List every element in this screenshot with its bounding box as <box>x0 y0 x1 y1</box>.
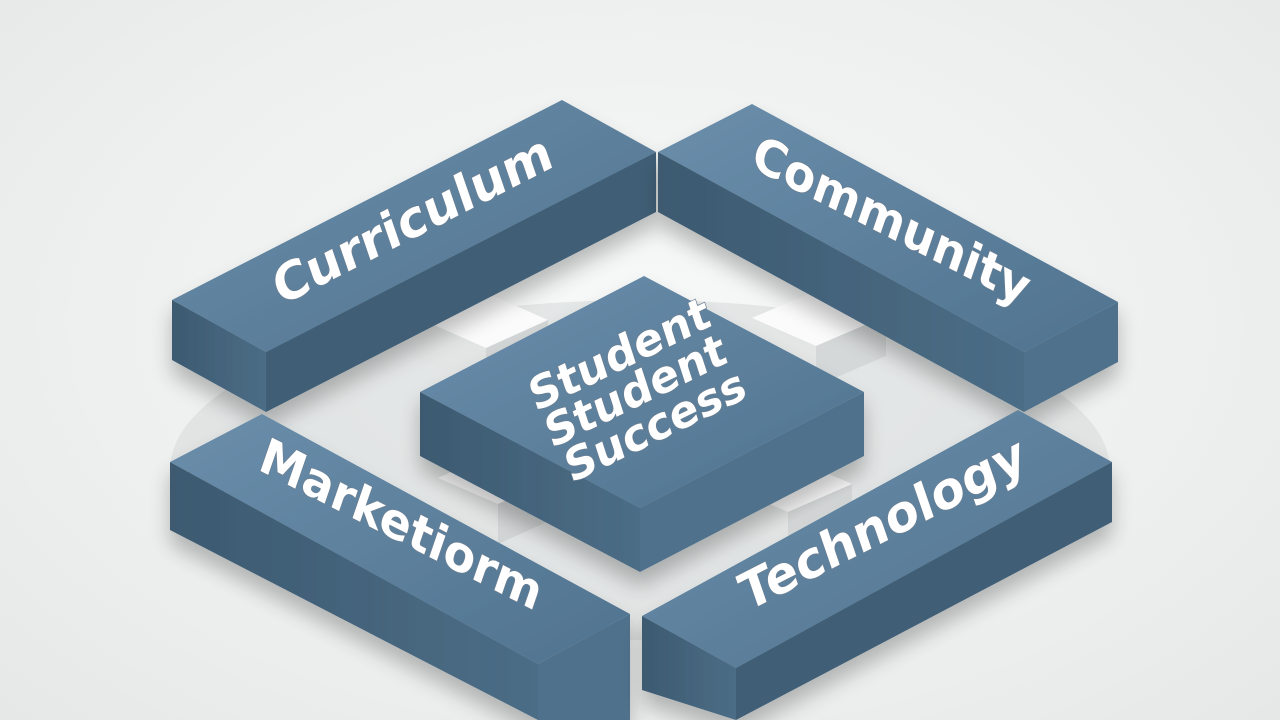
block-community: Community <box>658 104 1118 412</box>
